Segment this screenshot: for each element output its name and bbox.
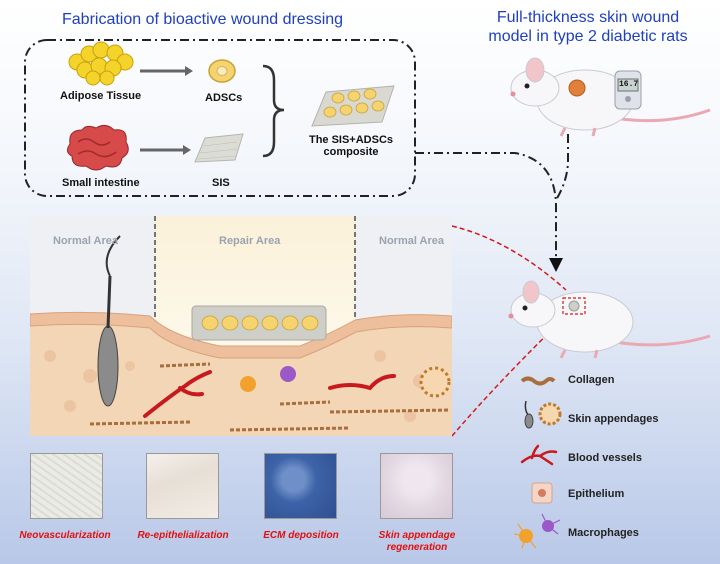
normal-area-right-label: Normal Area [379, 235, 445, 247]
blood-vessel-icon [520, 444, 558, 466]
macrophage-icon [513, 513, 561, 549]
caption-re-epithelialization-line1: Re-epithelialization [137, 530, 229, 541]
diabetic-rat-illustration [510, 57, 711, 137]
treated-rat-illustration [508, 280, 711, 359]
caption-skin-appendage-line1: Skin appendage [378, 530, 456, 541]
wound-cross-section [30, 216, 452, 436]
adipose-tissue-icon [68, 41, 134, 86]
collagen-icon [520, 376, 556, 386]
rat-model-title-line2: model in type 2 diabetic rats [488, 28, 688, 45]
composite-label-line1: The SIS+ADSCs [308, 134, 394, 146]
rat-model-title-line1: Full-thickness skin wound [496, 9, 680, 26]
caption-re-epithelialization: Re-epithelialization [122, 530, 244, 542]
epithelium-icon [531, 482, 553, 504]
legend-epithelium: Epithelium [568, 488, 625, 500]
composite-to-rat-connector [415, 152, 557, 262]
rat-to-treatment-connector [555, 134, 569, 201]
adscs-label: ADSCs [205, 92, 243, 104]
sis-scaffold-icon [194, 133, 244, 163]
adipose-tissue-label: Adipose Tissue [60, 90, 142, 102]
combine-brace [262, 64, 285, 158]
caption-ecm-deposition-line1: ECM deposition [263, 530, 339, 541]
skin-appendage-icon [524, 400, 562, 429]
legend-macrophages: Macrophages [568, 527, 639, 539]
cross-section-graphic [30, 216, 452, 436]
caption-skin-appendage: Skin appendage regeneration [356, 530, 478, 554]
arrow-adipose-to-adscs [140, 66, 193, 76]
composite-icon [311, 85, 395, 127]
normal-area-left-label: Normal Area [53, 235, 119, 247]
sis-label: SIS [212, 177, 230, 189]
arrow-intestine-to-sis [140, 145, 191, 155]
legend-skin-appendages: Skin appendages [568, 413, 659, 425]
caption-neovascularization: Neovascularization [4, 530, 126, 542]
legend-blood-vessels: Blood vessels [568, 452, 642, 464]
small-intestine-icon [66, 124, 129, 171]
ecm-deposition-histology-image [264, 453, 337, 519]
rat-model-title: Full-thickness skin wound model in type … [472, 8, 704, 46]
caption-neovascularization-line1: Neovascularization [19, 530, 111, 541]
composite-label-line2: composite [323, 146, 379, 158]
repair-area-label: Repair Area [219, 235, 281, 247]
down-arrow-head [549, 258, 563, 272]
glucometer-icon [614, 70, 642, 110]
caption-skin-appendage-line2: regeneration [386, 542, 448, 553]
adsc-cell-icon [208, 59, 236, 83]
legend-collagen: Collagen [568, 374, 615, 386]
composite-label: The SIS+ADSCs composite [290, 134, 412, 158]
glucometer-reading: 16.7 [619, 80, 639, 89]
re-epithelialization-histology-image [146, 453, 219, 519]
neovascularization-histology-image [30, 453, 103, 519]
zoom-line-top [451, 225, 567, 291]
skin-appendage-histology-image [380, 453, 453, 519]
fabrication-box [24, 39, 416, 197]
small-intestine-label: Small intestine [62, 177, 140, 189]
caption-ecm-deposition: ECM deposition [240, 530, 362, 542]
fabrication-title: Fabrication of bioactive wound dressing [62, 11, 344, 28]
